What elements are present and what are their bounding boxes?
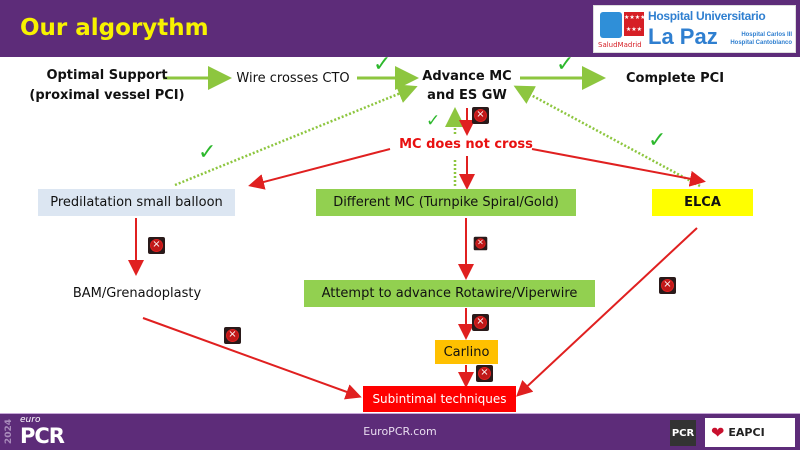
logo-sub1: Hospital Carlos III: [741, 32, 792, 38]
x-circle-icon: [224, 327, 241, 344]
madrid-flag-icon: ★★★★★★★: [624, 12, 646, 36]
x-circle-icon: [659, 277, 676, 294]
europcr-logo-euro: euro: [20, 415, 41, 425]
x-circle-icon: [473, 236, 488, 251]
check-circle-icon: ✓: [648, 128, 667, 153]
x-circle-icon: [472, 314, 489, 331]
proximal-vessel-label: (proximal vessel PCI): [29, 88, 185, 103]
footer-bar: 2024 euro PCR EuroPCR.com PCR ❤EAPCI: [0, 413, 800, 450]
check-circle-icon: ✓: [198, 140, 217, 165]
slide-title: Our algorythm: [20, 15, 209, 41]
salud-madrid-icon: [600, 12, 622, 38]
dotted-predilatation-to-advance: [174, 84, 418, 187]
europcr-logo: PCR: [20, 424, 65, 448]
arrow-mc-to-predilatation: [248, 148, 391, 190]
mc-not-cross-label: MC does not cross: [399, 137, 533, 152]
footer-year: 2024: [4, 419, 14, 445]
logo-line2: La Paz: [648, 24, 718, 49]
arrow-bam-to-subintimal: [142, 317, 362, 400]
footer-website: EuroPCR.com: [363, 425, 437, 438]
arrow-mc-to-elca: [531, 148, 706, 187]
es-gw-label: and ES GW: [427, 88, 507, 103]
logo-brand: SaludMadrid: [598, 41, 642, 49]
subintimal-box: Subintimal techniques: [363, 386, 516, 412]
carlino-box: Carlino: [435, 340, 498, 364]
x-circle-icon: [472, 107, 489, 124]
check-circle-icon: ✓: [556, 52, 575, 77]
logo-subtitles: Hospital Carlos III Hospital Cantoblanco: [730, 31, 792, 47]
heart-icon: ❤: [711, 423, 725, 442]
logo-line1: Hospital Universitario: [648, 9, 766, 23]
rotawire-box: Attempt to advance Rotawire/Viperwire: [304, 280, 595, 307]
check-circle-icon: ✓: [373, 52, 392, 77]
hospital-logo: ★★★★★★★ SaludMadrid Hospital Universitar…: [593, 5, 796, 53]
dotted-elca-to-advance: [513, 85, 701, 188]
eapci-logo: ❤EAPCI: [705, 418, 795, 447]
bam-label: BAM/Grenadoplasty: [72, 286, 202, 301]
x-circle-icon: [148, 237, 165, 254]
optimal-support-label: Optimal Support: [46, 68, 168, 83]
wire-crosses-label: Wire crosses CTO: [236, 71, 350, 86]
check-circle-icon: ✓: [426, 111, 441, 131]
predilatation-box: Predilatation small balloon: [38, 189, 235, 216]
eapci-label: EAPCI: [728, 426, 765, 439]
elca-box: ELCA: [652, 189, 753, 216]
logo-sub2: Hospital Cantoblanco: [730, 40, 792, 46]
x-circle-icon: [476, 365, 493, 382]
arrow-elca-to-subintimal: [516, 227, 698, 397]
different-mc-box: Different MC (Turnpike Spiral/Gold): [316, 189, 576, 216]
advance-mc-label: Advance MC: [422, 69, 512, 84]
complete-pci-label: Complete PCI: [625, 71, 725, 86]
pcr-logo: PCR: [670, 420, 696, 446]
header-bar: Our algorythm ★★★★★★★ SaludMadrid Hospit…: [0, 0, 800, 57]
